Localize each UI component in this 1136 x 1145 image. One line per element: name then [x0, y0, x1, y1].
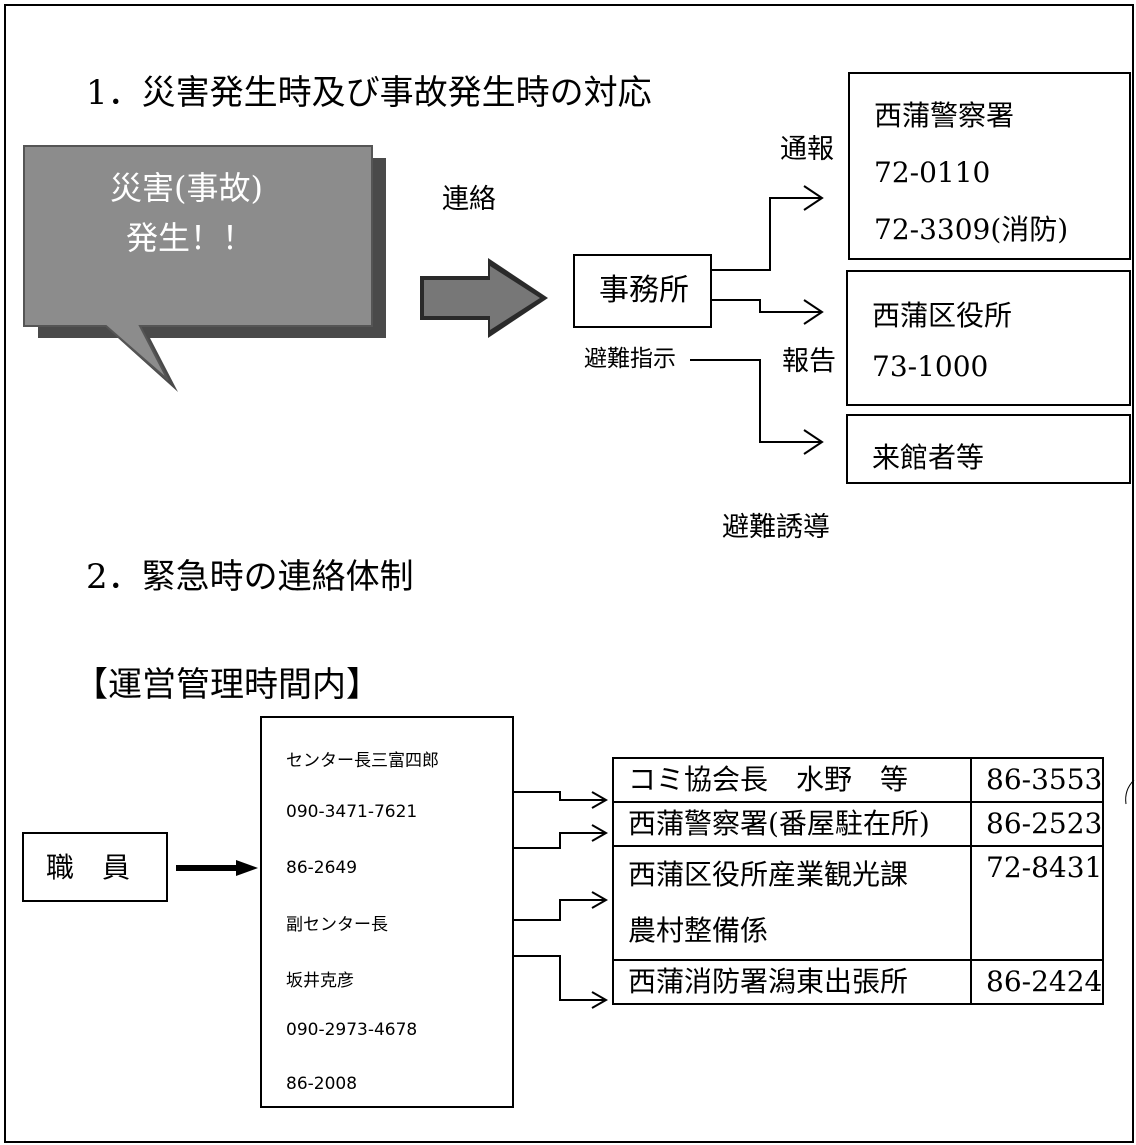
staff-box: 職 員	[22, 832, 168, 902]
police-box: 西蒲警察署 72-0110 72-3309(消防)	[848, 72, 1131, 260]
fire-tel: 72-3309(消防)	[874, 213, 1069, 246]
contact-line: 090-2973-4678	[286, 1020, 418, 1040]
bubble-line1: 災害(事故)	[110, 169, 263, 207]
table-cell-name: 西蒲警察署(番屋駐在所)	[612, 801, 972, 847]
bubble-shape	[23, 145, 386, 392]
table-row: 西蒲警察署(番屋駐在所) 86-2523	[612, 801, 1105, 847]
bubble-line2: 発生！！	[126, 219, 255, 257]
page-frame	[4, 4, 1134, 1143]
ward-box: 西蒲区役所 73-1000	[846, 270, 1131, 406]
table-cell-name: コミ協会長 水野 等	[612, 757, 972, 803]
tsuho-label: 通報	[780, 134, 834, 165]
visitor-box: 来館者等	[846, 414, 1131, 484]
visitor-label: 来館者等	[872, 441, 985, 474]
hinan-yudo-label: 避難誘導	[722, 512, 830, 543]
ward-name: 西蒲区役所	[872, 299, 1013, 332]
contact-line: 副センター長	[286, 915, 388, 935]
table-row: コミ協会長 水野 等 86-3553	[612, 757, 1105, 803]
table-cell-tel: 72-8431	[969, 845, 1105, 961]
office-box: 事務所	[573, 254, 712, 328]
office-label: 事務所	[599, 273, 689, 308]
contact-line: 坂井克彦	[286, 971, 354, 991]
hokoku-label: 報告	[782, 346, 836, 377]
section2-subtitle: 【運営管理時間内】	[74, 665, 380, 705]
contact-line: 090-3471-7621	[286, 802, 418, 822]
hinan-shiji-label: 避難指示	[584, 346, 676, 372]
table-row: 西蒲区役所産業観光課 農村整備係 72-8431	[612, 845, 1105, 961]
section2-title: 2．緊急時の連絡体制	[86, 557, 414, 597]
table-cell-tel: 86-2424	[969, 959, 1105, 1005]
table-cell-name-line2: 農村整備係	[628, 914, 769, 947]
renraku-label: 連絡	[442, 184, 496, 215]
section1-title: 1．災害発生時及び事故発生時の対応	[86, 73, 652, 113]
table-row: 西蒲消防署潟東出張所 86-2424	[612, 959, 1105, 1005]
table-cell-name: 西蒲消防署潟東出張所	[612, 959, 972, 1005]
contact-line: 86-2008	[286, 1074, 358, 1094]
ward-tel: 73-1000	[872, 350, 989, 383]
contacts-box: センター長三富四郎 090-3471-7621 86-2649 副センター長 坂…	[260, 716, 514, 1108]
contact-line: 86-2649	[286, 858, 358, 878]
table-cell-name-line1: 西蒲区役所産業観光課	[628, 858, 909, 891]
contact-line: センター長三富四郎	[286, 751, 439, 771]
table-cell-tel: 86-2523	[969, 801, 1105, 847]
police-tel: 72-0110	[874, 156, 991, 189]
table-cell-tel: 86-3553	[969, 757, 1105, 803]
staff-label: 職 員	[46, 851, 131, 884]
table-cell-name: 西蒲区役所産業観光課 農村整備係	[612, 845, 972, 961]
contact-table: コミ協会長 水野 等 86-3553 西蒲警察署(番屋駐在所) 86-2523 …	[612, 757, 1105, 1005]
police-name: 西蒲警察署	[874, 99, 1015, 132]
